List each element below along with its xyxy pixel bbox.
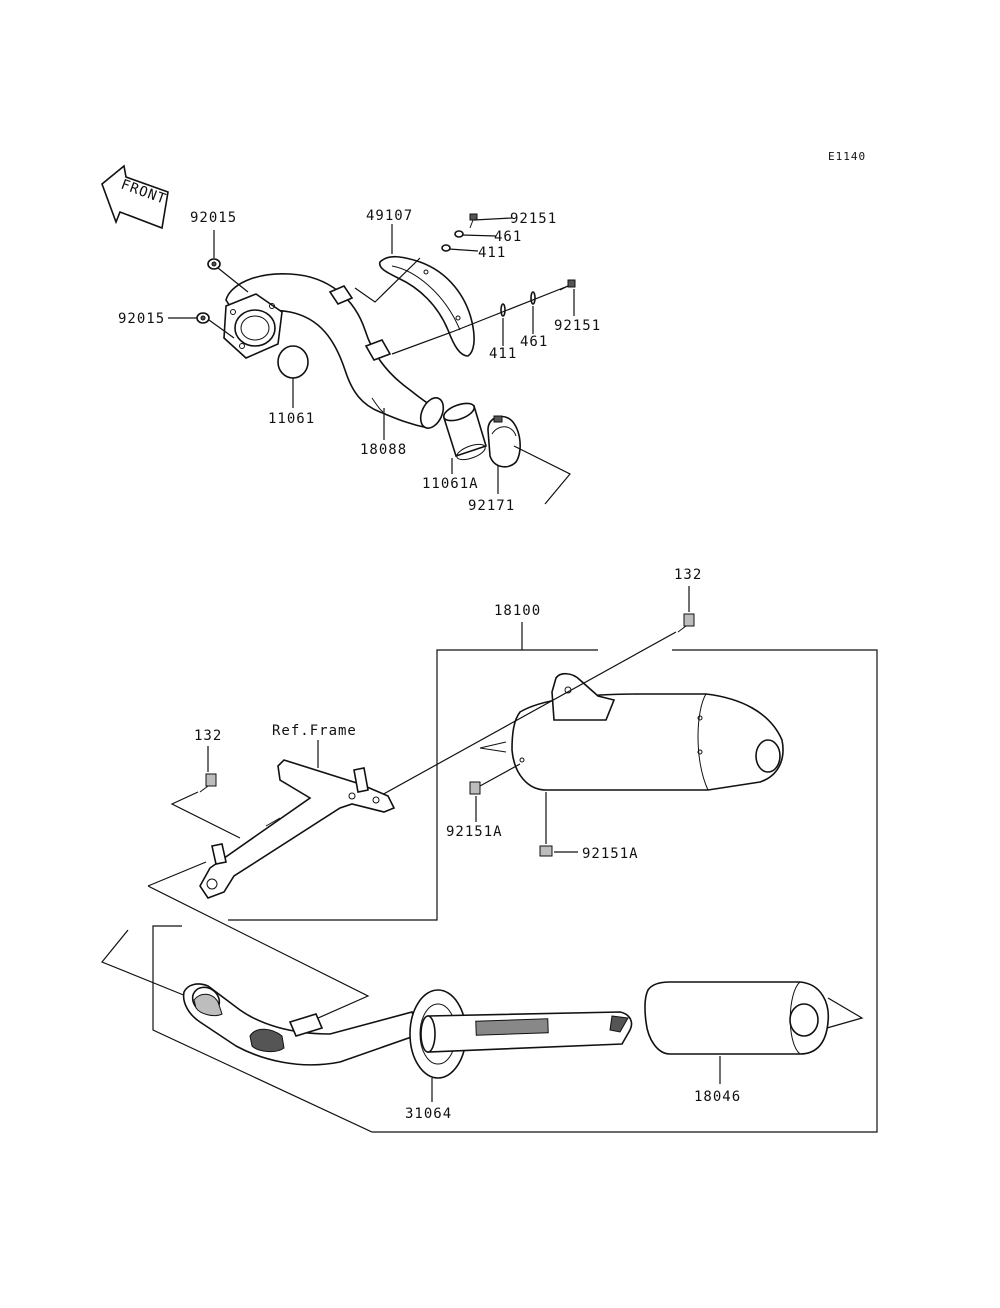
assembly-18100-outline — [152, 622, 878, 1133]
silencer-cover-18046 — [644, 981, 830, 1055]
washer-461-bottom-icon — [530, 291, 536, 305]
pipe-bracket-lower — [364, 339, 392, 361]
nut-92015-left-icon — [196, 312, 210, 324]
heat-guard-49107 — [378, 255, 475, 357]
label-11061: 11061 — [268, 411, 315, 427]
leader-132-top-to-frame — [379, 631, 677, 797]
gasket-11061-icon — [277, 345, 309, 379]
leader-92151A-left-to-silencer — [479, 763, 521, 787]
leader-132-left-to-frame — [170, 791, 241, 839]
washer-411-bottom-icon — [500, 303, 506, 317]
label-18046: 18046 — [694, 1089, 741, 1105]
header-flange — [223, 293, 283, 359]
ref-frame-label: Ref.Frame — [272, 723, 357, 739]
label-49107: 49107 — [366, 208, 413, 224]
silencer-18100 — [479, 672, 784, 791]
nut-92015-top-icon — [207, 258, 221, 270]
upper-leader-lines — [168, 217, 575, 505]
bolt-132-top-icon — [677, 613, 695, 633]
label-132-left: 132 — [194, 728, 222, 744]
label-461-bottom: 461 — [520, 334, 548, 350]
diagram-code: E1140 — [828, 150, 866, 163]
label-411-bottom: 411 — [489, 346, 517, 362]
bolt-92151A-bottom-icon — [539, 845, 553, 857]
washer-411-top-icon — [441, 244, 451, 252]
label-461-top: 461 — [494, 229, 522, 245]
pipe-bracket-upper — [328, 285, 354, 305]
label-92151-top: 92151 — [510, 211, 557, 227]
label-92151A-left: 92151A — [446, 824, 503, 840]
washer-461-top-icon — [454, 230, 464, 238]
exploded-view-guides — [101, 861, 864, 1031]
bolt-92151A-left-icon — [469, 781, 481, 795]
label-132-top: 132 — [674, 567, 702, 583]
label-92171: 92171 — [468, 498, 515, 514]
label-11061A: 11061A — [422, 476, 479, 492]
label-92015-top: 92015 — [190, 210, 237, 226]
label-18100: 18100 — [494, 603, 541, 619]
bolt-132-left-icon — [199, 773, 217, 793]
front-arrow-icon: FRONT — [101, 164, 169, 230]
label-92151A-bottom: 92151A — [582, 846, 639, 862]
label-31064: 31064 — [405, 1106, 452, 1122]
bolt-92151-top-icon — [469, 213, 478, 229]
label-92151-right: 92151 — [554, 318, 601, 334]
label-92015-left: 92015 — [118, 311, 165, 327]
header-pipe-18088 — [225, 273, 445, 429]
label-411-top: 411 — [478, 245, 506, 261]
label-18088: 18088 — [360, 442, 407, 458]
frame-bracket — [199, 759, 396, 899]
silencer-inner-pipe — [182, 983, 422, 1066]
clamp-92171 — [487, 415, 521, 468]
spark-arrester-31064 — [409, 989, 633, 1079]
connector-11061A — [442, 402, 487, 461]
